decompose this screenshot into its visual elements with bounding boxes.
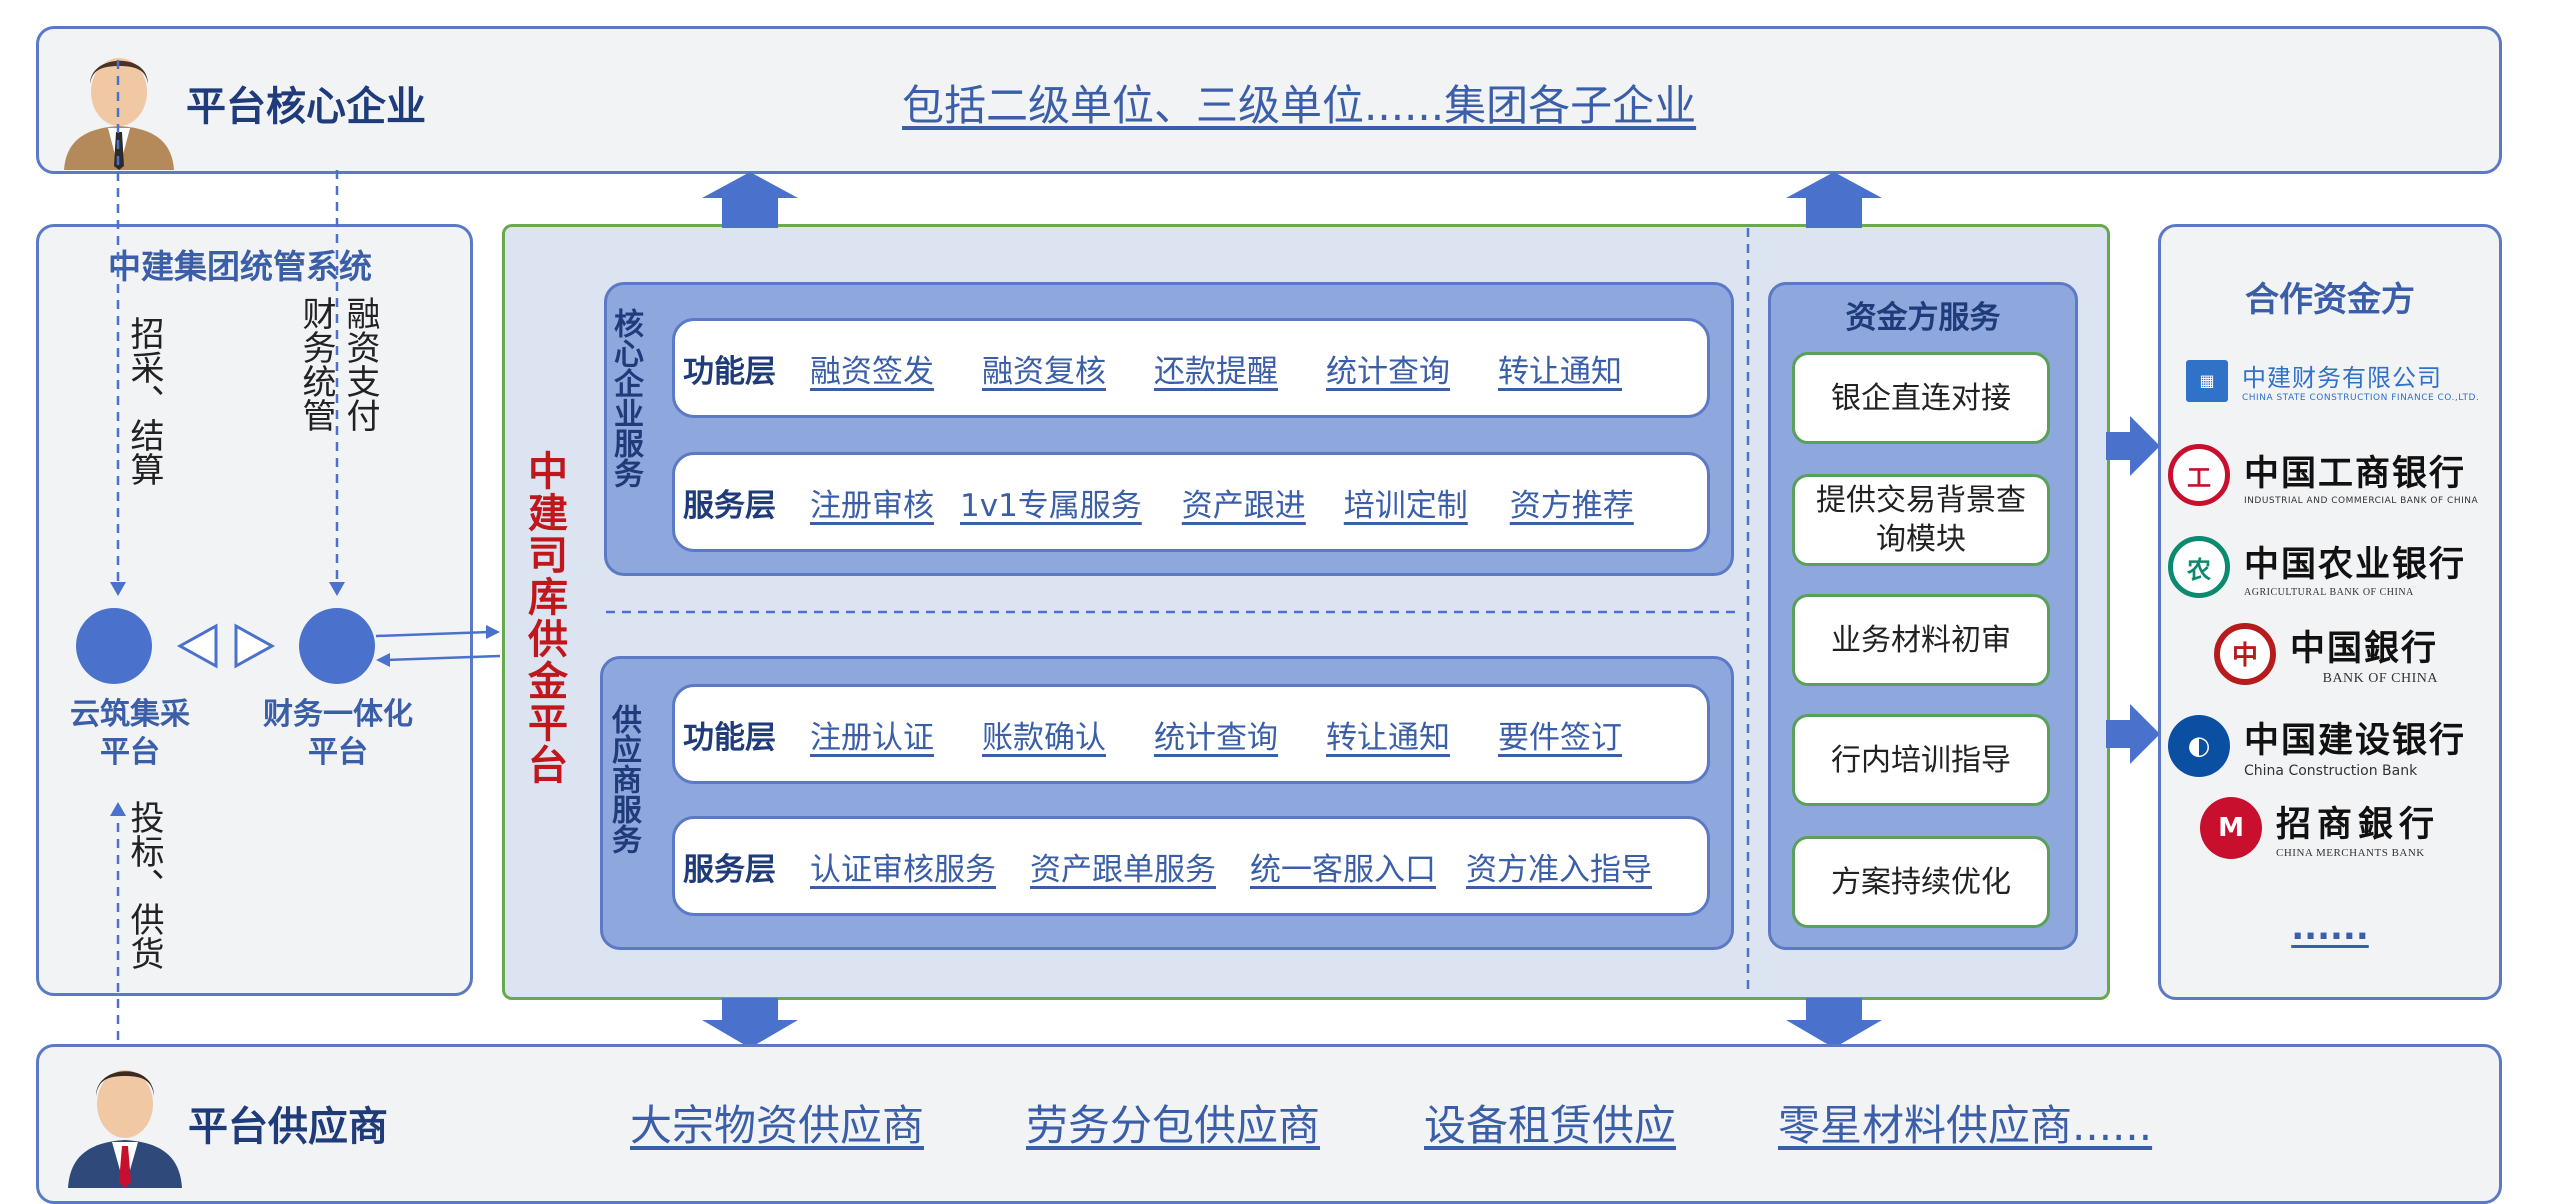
block-arrows xyxy=(702,172,2160,1048)
flow-bid-supply-label: 投标、供货 xyxy=(124,800,164,970)
supplier-avatar-icon xyxy=(62,1050,188,1188)
core-function-item[interactable]: 融资签发 xyxy=(810,353,934,390)
partner-bank-cscec-finance: ▦ 中建财务有限公司 CHINA STATE CONSTRUCTION FINA… xyxy=(2186,358,2479,403)
core-function-layer-label: 功能层 xyxy=(683,353,776,390)
funder-service-item: 行内培训指导 xyxy=(1792,714,2050,806)
abc-logo-icon: 农 xyxy=(2168,536,2230,598)
funder-service-item: 方案持续优化 xyxy=(1792,836,2050,928)
partner-bank-boc: 中 中国銀行 BANK OF CHINA xyxy=(2214,620,2438,687)
cmb-logo-icon: M xyxy=(2200,796,2262,859)
supplier-function-item[interactable]: 注册认证 xyxy=(810,719,934,756)
left-flow-lines xyxy=(110,60,501,1040)
core-function-item[interactable]: 还款提醒 xyxy=(1154,353,1278,390)
yunzhu-platform-label: 云筑集采平台 xyxy=(70,697,190,770)
core-service-layer-row: 服务层 注册审核 1v1专属服务 资产跟进 培训定制 资方推荐 xyxy=(672,452,1710,552)
cscec-finance-logo-icon: ▦ xyxy=(2186,359,2228,402)
supplier-service-layer-label: 服务层 xyxy=(683,851,776,888)
supplier-function-item[interactable]: 要件签订 xyxy=(1498,719,1622,756)
core-service-item[interactable]: 资产跟进 xyxy=(1181,487,1306,524)
core-function-item[interactable]: 转让通知 xyxy=(1498,353,1622,390)
core-service-layer-label: 服务层 xyxy=(683,487,776,524)
arrow-right-icon xyxy=(2106,704,2160,764)
partner-bank-icbc: 工 中国工商银行 INDUSTRIAL AND COMMERCIAL BANK … xyxy=(2168,444,2478,506)
core-service-item[interactable]: 注册审核 xyxy=(810,487,934,524)
supplier-function-item[interactable]: 账款确认 xyxy=(982,719,1106,756)
supplier-function-layer-label: 功能层 xyxy=(683,719,776,756)
funder-service-title: 资金方服务 xyxy=(1845,300,2001,336)
supplier-service-item[interactable]: 资产跟单服务 xyxy=(1030,851,1216,888)
partner-more-ellipsis: ...... xyxy=(2291,908,2369,948)
partner-bank-cmb: M 招商銀行 CHINA MERCHANTS BANK xyxy=(2200,796,2440,859)
partner-funders-title: 合作资金方 xyxy=(2245,280,2415,320)
flow-finance-manage-label: 财务统管 xyxy=(296,296,336,432)
funder-service-item: 提供交易背景查询模块 xyxy=(1792,474,2050,566)
funder-service-item: 银企直连对接 xyxy=(1792,352,2050,444)
supplier-function-layer-row: 功能层 注册认证 账款确认 统计查询 转让通知 要件签订 xyxy=(672,684,1710,784)
supplier-service-layer-row: 服务层 认证审核服务 资产跟单服务 统一客服入口 资方准入指导 xyxy=(672,816,1710,916)
partner-funders-panel xyxy=(2158,224,2502,1000)
supplier-type-item[interactable]: 设备租赁供应 xyxy=(1424,1101,1677,1150)
platform-dividers xyxy=(606,228,1750,996)
core-enterprise-subtitle: 包括二级单位、三级单位......集团各子企业 xyxy=(902,81,1697,130)
supplier-type-item[interactable]: 劳务分包供应商 xyxy=(1026,1101,1321,1150)
supplier-type-item[interactable]: 大宗物资供应商 xyxy=(630,1101,925,1150)
core-service-group-label: 核心企业服务 xyxy=(608,308,643,488)
arrow-down-icon xyxy=(1786,998,1882,1048)
core-service-item[interactable]: 培训定制 xyxy=(1343,487,1468,524)
platform-name: 中建司库供金平台 xyxy=(521,450,567,786)
ccb-logo-icon: ◐ xyxy=(2168,714,2230,777)
supplier-service-item[interactable]: 统一客服入口 xyxy=(1250,851,1436,888)
core-enterprise-title: 平台核心企业 xyxy=(186,84,426,130)
funder-service-item: 业务材料初审 xyxy=(1792,594,2050,686)
flow-finance-pay-label: 融资支付 xyxy=(340,296,380,432)
boc-logo-icon: 中 xyxy=(2214,622,2276,685)
core-function-item[interactable]: 统计查询 xyxy=(1326,353,1450,390)
core-function-layer-row: 功能层 融资签发 融资复核 还款提醒 统计查询 转让通知 xyxy=(672,318,1710,418)
group-system-title: 中建集团统管系统 xyxy=(108,247,372,286)
supplier-function-item[interactable]: 转让通知 xyxy=(1326,719,1450,756)
core-function-item[interactable]: 融资复核 xyxy=(982,353,1106,390)
arrow-down-icon xyxy=(702,998,798,1048)
supplier-service-group-label: 供应商服务 xyxy=(606,704,641,854)
arrow-right-icon xyxy=(2106,416,2160,476)
supplier-panel-title: 平台供应商 xyxy=(188,1104,388,1150)
supplier-service-item[interactable]: 认证审核服务 xyxy=(810,851,996,888)
flow-procure-settle-label: 招采、结算 xyxy=(124,316,164,486)
finance-platform-node xyxy=(299,608,375,684)
icbc-logo-icon: 工 xyxy=(2168,444,2230,506)
supplier-type-item[interactable]: 零星材料供应商...... xyxy=(1778,1101,2153,1150)
yunzhu-platform-node xyxy=(76,608,152,684)
core-service-item[interactable]: 资方推荐 xyxy=(1509,487,1634,524)
supplier-function-item[interactable]: 统计查询 xyxy=(1154,719,1278,756)
core-enterprise-panel xyxy=(36,26,2502,174)
partner-bank-abc: 农 中国农业银行 AGRICULTURAL BANK OF CHINA xyxy=(2168,536,2466,598)
arrow-up-icon xyxy=(1786,172,1882,228)
supplier-service-item[interactable]: 资方准入指导 xyxy=(1466,851,1652,888)
finance-platform-label: 财务一体化平台 xyxy=(263,697,413,770)
arrow-up-icon xyxy=(702,172,798,228)
core-service-item[interactable]: 1v1专属服务 xyxy=(960,487,1142,524)
partner-bank-ccb: ◐ 中国建设银行 China Construction Bank xyxy=(2168,712,2466,779)
